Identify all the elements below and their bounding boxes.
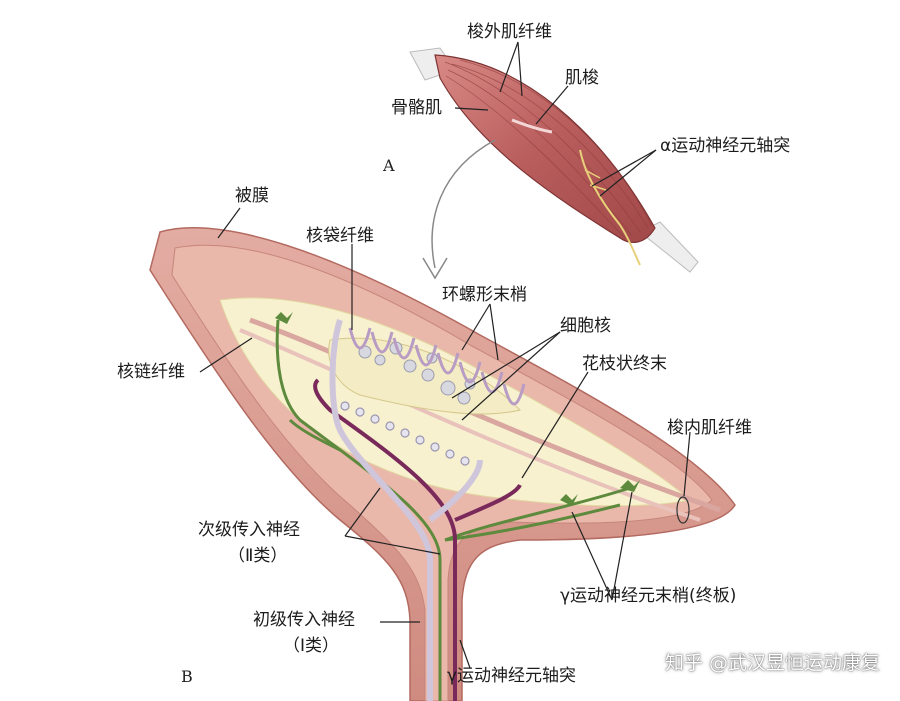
nuclear-bag-fibre — [328, 337, 521, 415]
label-primary-afferent: 初级传入神经 — [253, 610, 355, 630]
label-muscle-spindle: 肌梭 — [565, 68, 599, 88]
label-annulospiral-ending: 环螺形末梢 — [442, 285, 527, 305]
annulospiral-coils — [348, 327, 526, 406]
label-intrafusal-fibre: 梭内肌纤维 — [667, 418, 752, 438]
panel-b-leader-lines — [199, 207, 691, 669]
label-primary-class: （Ⅰ类） — [283, 636, 340, 656]
label-secondary-afferent: 次级传入神经 — [198, 520, 300, 540]
label-cell-nucleus: 细胞核 — [560, 316, 611, 336]
label-gamma-motor-axon: γ运动神经元轴突 — [447, 666, 577, 686]
panel-a-letter: A — [383, 156, 395, 175]
gamma-end-plates — [275, 312, 640, 506]
spindle-in-muscle — [511, 118, 553, 134]
skeletal-muscle-illustration — [409, 47, 699, 273]
label-flower-spray-ending: 花枝状终末 — [582, 354, 667, 374]
primary-afferent-nerve — [313, 378, 522, 701]
label-skeletal-muscle: 骨骼肌 — [391, 98, 442, 118]
intrafusal-end-ring — [676, 496, 690, 524]
panel-a-leader-lines — [454, 41, 657, 197]
muscle-belly — [434, 54, 656, 243]
label-secondary-class: （Ⅱ类） — [228, 546, 288, 566]
label-extrafusal-fibre: 梭外肌纤维 — [467, 22, 552, 42]
label-nuclear-chain-fibre: 核链纤维 — [117, 362, 185, 382]
gamma-motor-nerves — [275, 319, 631, 701]
watermark: 知乎 @武汉昱恒运动康复 — [664, 652, 880, 674]
nuclear-chain-fibre — [340, 401, 470, 466]
panel-b-letter: B — [181, 667, 193, 686]
label-capsule: 被膜 — [235, 186, 269, 206]
label-gamma-end-plate: γ运动神经元末梢(终板) — [560, 586, 737, 606]
label-nuclear-bag-fibre: 核袋纤维 — [306, 226, 374, 246]
zoom-arrow — [431, 139, 496, 269]
label-alpha-motor-axon: α运动神经元轴突 — [660, 136, 791, 156]
secondary-afferent-nerve — [329, 319, 483, 701]
